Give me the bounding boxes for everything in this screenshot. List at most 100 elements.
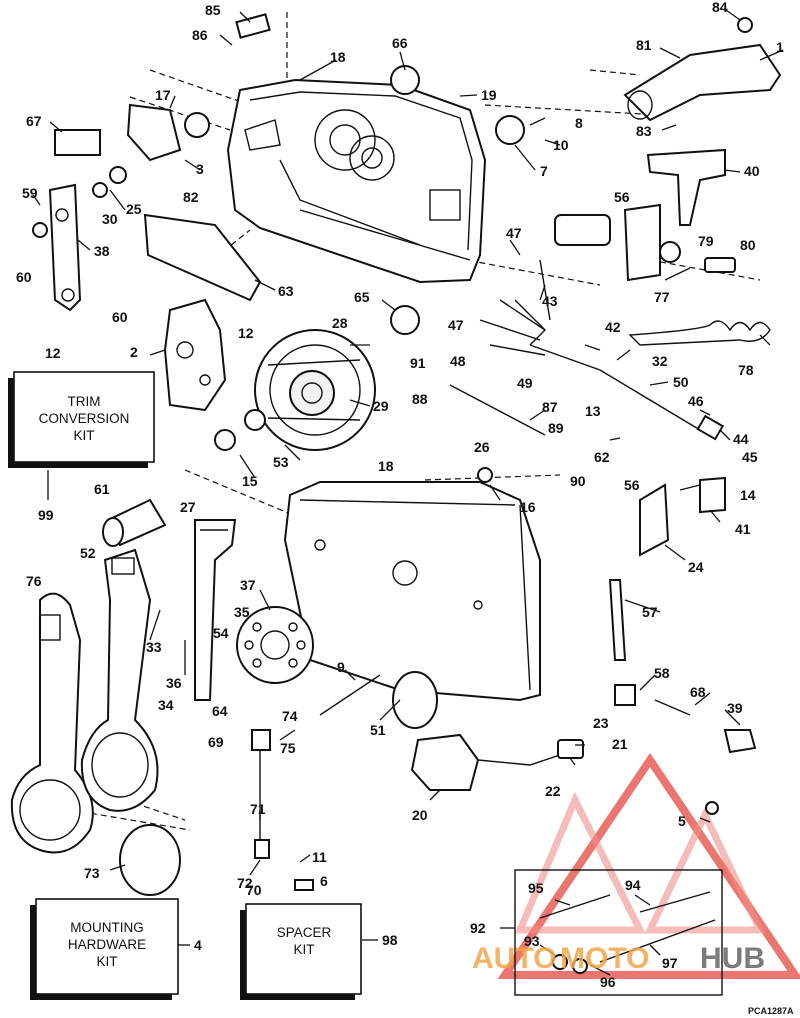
callout: 89 [548,420,564,436]
callout: 97 [662,955,678,971]
callout: 39 [727,700,743,716]
callout: 60 [112,309,128,325]
wiring-harness [479,259,725,441]
callout: 57 [642,604,658,620]
throttle-link-arm [48,183,82,312]
callout: 49 [517,375,533,391]
callout: 32 [652,353,668,369]
callout: 54 [213,625,229,641]
spacer-kit-line1: SPACER [277,925,332,940]
trim-kit-line1: TRIM [68,394,101,409]
throttle-lever-arm [623,43,782,122]
small-hardware [32,13,757,891]
callout: 68 [690,684,706,700]
callout-numbers: 85 86 18 66 84 81 1 67 17 19 8 83 10 7 4… [16,0,784,990]
callout: 1 [776,39,784,55]
callout: 37 [240,577,256,593]
callout: 56 [614,189,630,205]
callout: 7 [540,163,548,179]
mounting-hardware-kit-box: MOUNTING HARDWARE KIT [30,898,179,1000]
callout: 41 [735,521,751,537]
callout: 33 [146,639,162,655]
callout: 92 [470,920,486,936]
callout: 66 [392,35,408,51]
callout: 84 [712,0,728,15]
callout: 8 [575,115,583,131]
callout: 90 [570,473,586,489]
throttle-rod [449,384,546,436]
adjusting-bracket [54,129,101,156]
callout: 23 [593,715,609,731]
callout: 81 [636,37,652,53]
callout: 60 [16,269,32,285]
callout: 19 [481,87,497,103]
callout: 72 [237,875,253,891]
callout: 61 [94,481,110,497]
spacer-kit-box: SPACER KIT [240,903,362,1000]
mounting-kit-line3: KIT [96,954,117,969]
callout: 2 [130,344,138,360]
throttle-arm [194,519,237,701]
callout: 70 [246,882,262,898]
trim-switch [410,733,584,791]
watermark-text: AUTO MOTO HUB [472,942,765,975]
callout: 85 [205,2,221,18]
callout: 12 [45,345,61,361]
callout: 3 [196,161,204,177]
callout: 58 [654,665,670,681]
callout: 46 [688,393,704,409]
callout: 64 [212,703,228,719]
friction-washer [184,112,210,138]
callout: 63 [278,283,294,299]
callout: 93 [524,933,540,949]
trim-kit-line3: KIT [73,428,94,443]
neutral-lever [80,548,159,812]
callout: 25 [126,201,142,217]
watermark-part2: MOTO [560,942,649,975]
callout: 65 [354,289,370,305]
callout: 51 [370,722,386,738]
callout: 43 [542,293,558,309]
callout: 16 [520,499,536,515]
callout: 71 [250,801,266,817]
callout: 29 [373,398,389,414]
callout: 52 [80,545,96,561]
callout: 45 [742,449,758,465]
callout: 62 [594,449,610,465]
trim-kit-number: 99 [38,507,54,523]
callout: 18 [378,458,394,474]
callout: 86 [192,27,208,43]
callout: 24 [688,559,704,575]
watermark-part1: AUTO [472,942,556,975]
mounting-kit-line1: MOUNTING [70,920,144,935]
callout: 87 [542,399,558,415]
trim-kit-line2: CONVERSION [39,411,130,426]
callout: 15 [242,473,258,489]
control-handle [10,592,94,854]
callout: 47 [448,317,464,333]
callout: 6 [320,873,328,889]
callout: 74 [282,708,298,724]
spacer-kit-line2: KIT [293,942,314,957]
callout: 10 [553,137,569,153]
callout: 44 [733,431,749,447]
callout: 11 [312,849,327,865]
mounting-bracket [646,148,726,226]
callout: 82 [183,189,199,205]
kit-92-frame [514,869,723,996]
callout: 28 [332,315,348,331]
watermark-logo [497,752,800,979]
callout: 76 [26,573,42,589]
callout: 69 [208,734,224,750]
callout: 12 [238,325,254,341]
detent-plate [236,606,314,684]
callout: 40 [744,163,760,179]
callout: 27 [180,499,196,515]
callout: 18 [330,49,346,65]
callout: 80 [740,237,756,253]
spacer-kit-number: 98 [382,932,398,948]
callout: 67 [26,113,42,129]
callout: 77 [654,289,670,305]
leader-lines [32,9,784,976]
